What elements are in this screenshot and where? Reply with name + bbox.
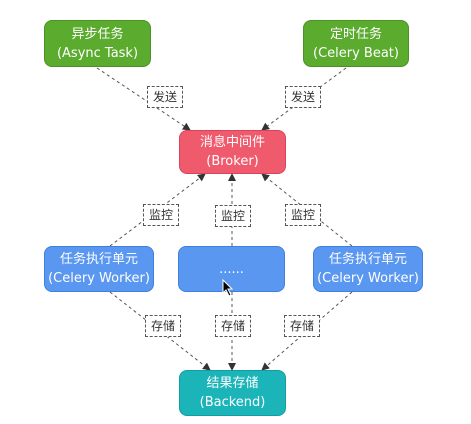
arrow-worker-left-to-broker <box>109 173 206 247</box>
celery-beat-node: 定时任务 (Celery Beat) <box>303 20 409 67</box>
store-label-middle: 存储 <box>215 315 251 337</box>
celery-beat-subtitle: (Celery Beat) <box>313 45 399 61</box>
async-task-node: 异步任务 (Async Task) <box>44 20 151 67</box>
broker-subtitle: (Broker) <box>206 154 259 169</box>
backend-node: 结果存储 (Backend) <box>179 370 286 416</box>
arrow-worker-right-to-backend <box>261 291 353 371</box>
monitor-label-middle: 监控 <box>215 205 251 227</box>
store-label-left-text: 存储 <box>150 319 175 333</box>
store-label-left: 存储 <box>145 315 181 337</box>
arrow-worker-right-to-broker <box>261 173 353 247</box>
send-label-left: 发送 <box>147 86 183 108</box>
worker-left-title: 任务执行单元 <box>59 252 138 267</box>
async-task-subtitle: (Async Task) <box>56 45 139 61</box>
mouse-cursor-icon <box>222 279 234 297</box>
monitor-label-middle-text: 监控 <box>220 209 245 223</box>
store-label-middle-text: 存储 <box>220 319 245 333</box>
worker-middle-node: ...... <box>178 246 285 292</box>
broker-node: 消息中间件 (Broker) <box>179 130 286 174</box>
store-label-right-text: 存储 <box>289 319 314 333</box>
worker-right-title: 任务执行单元 <box>328 252 407 267</box>
worker-left-subtitle: (Celery Worker) <box>48 271 150 286</box>
worker-middle-ellipsis: ...... <box>219 261 244 277</box>
worker-right-subtitle: (Celery Worker) <box>317 271 419 286</box>
async-task-title: 异步任务 <box>71 26 124 42</box>
worker-right-node: 任务执行单元 (Celery Worker) <box>313 246 423 292</box>
backend-title: 结果存储 <box>206 376 259 391</box>
backend-subtitle: (Backend) <box>199 395 266 410</box>
worker-left-node: 任务执行单元 (Celery Worker) <box>44 246 154 292</box>
store-label-right: 存储 <box>284 315 320 337</box>
send-label-right-text: 发送 <box>290 90 315 104</box>
monitor-label-left-text: 监控 <box>148 208 173 222</box>
broker-title: 消息中间件 <box>199 135 265 150</box>
monitor-label-left: 监控 <box>143 204 179 226</box>
arrow-async-to-broker <box>96 67 191 131</box>
monitor-label-right-text: 监控 <box>290 208 315 222</box>
celery-beat-title: 定时任务 <box>329 26 382 42</box>
send-label-left-text: 发送 <box>152 90 177 104</box>
send-label-right: 发送 <box>285 86 321 108</box>
monitor-label-right: 监控 <box>285 204 321 226</box>
